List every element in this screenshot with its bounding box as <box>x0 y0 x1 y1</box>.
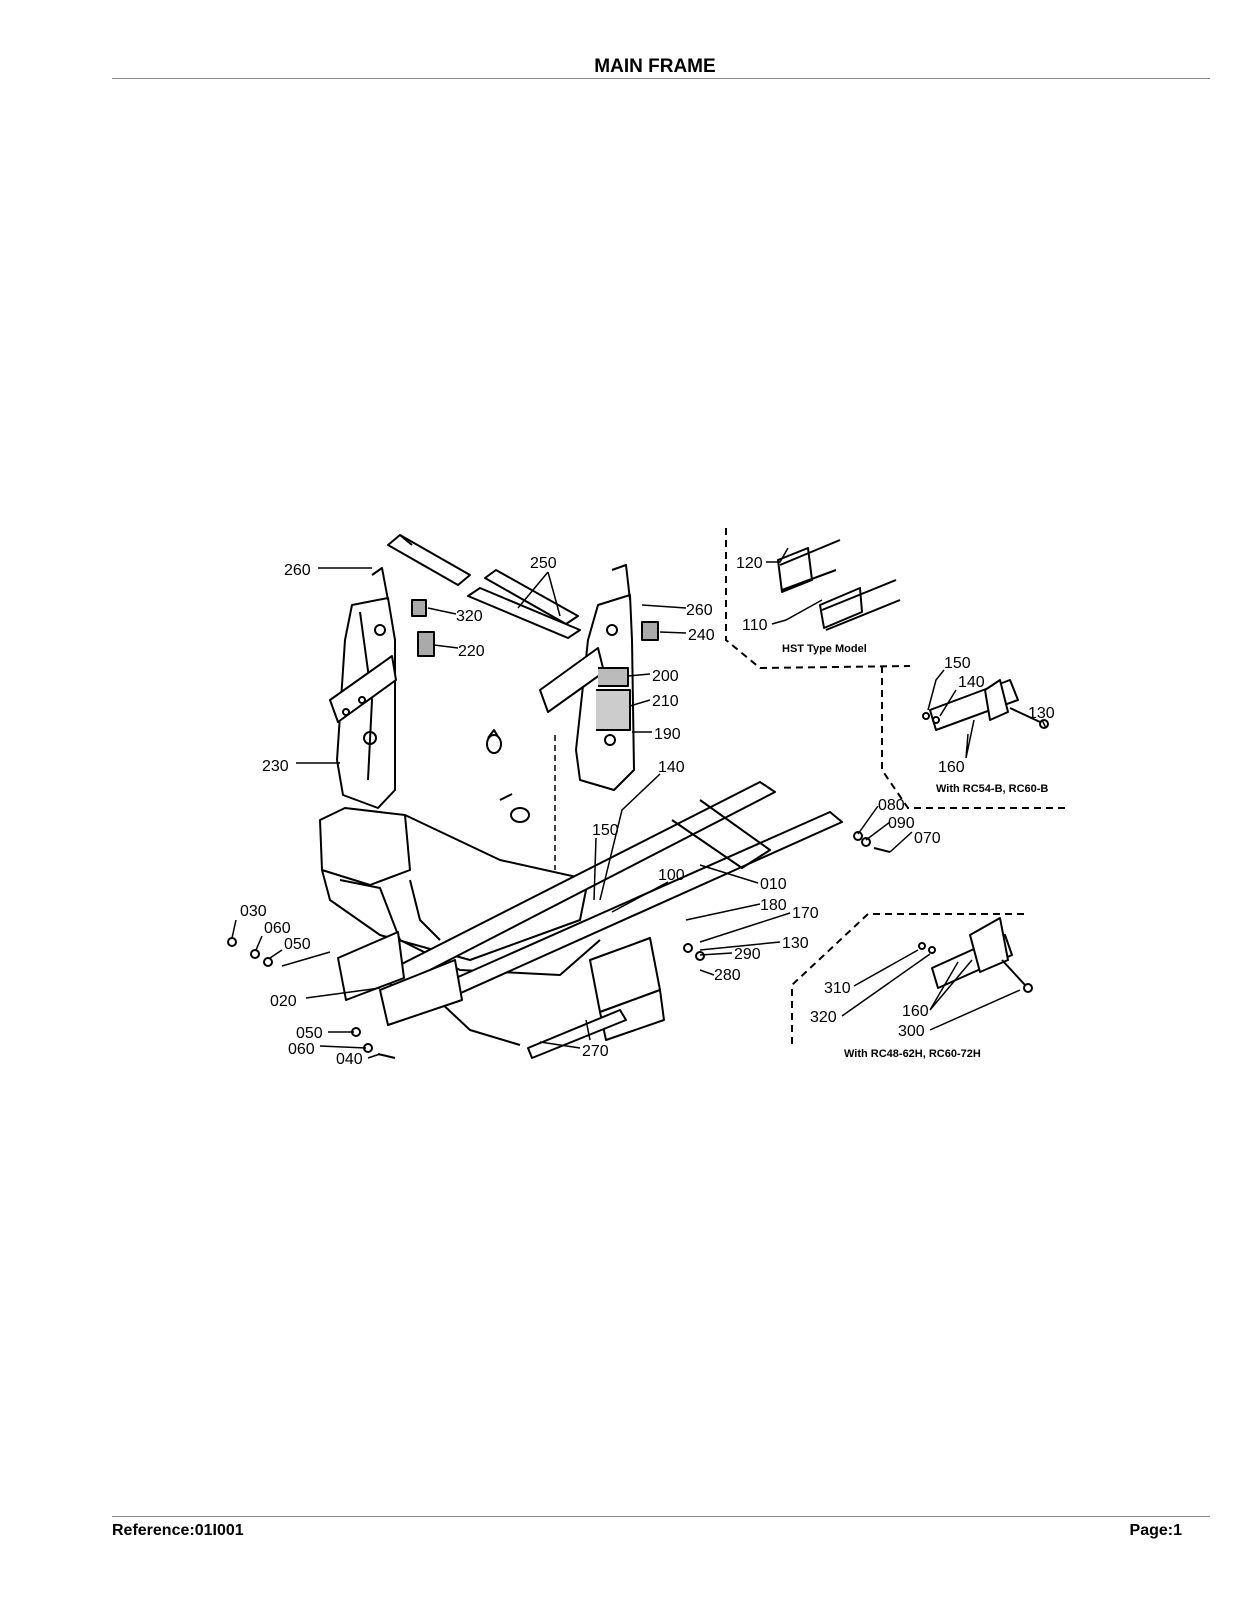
note-hst-type-model: HST Type Model <box>782 643 867 655</box>
callout-310: 310 <box>824 980 851 997</box>
callout-160-inset-bottom: 160 <box>902 1003 929 1020</box>
callout-220: 220 <box>458 643 485 660</box>
callout-130-center: 130 <box>782 935 809 952</box>
leader-lines <box>231 547 1047 1059</box>
callout-270: 270 <box>582 1043 609 1060</box>
callout-240: 240 <box>688 627 715 644</box>
callout-labels: 260 250 260 320 220 240 200 210 190 230 … <box>240 555 1055 1068</box>
callout-120: 120 <box>736 555 763 572</box>
callout-320-bottom: 320 <box>810 1009 837 1026</box>
callout-070: 070 <box>914 830 941 847</box>
callout-030: 030 <box>240 903 267 920</box>
callout-020: 020 <box>270 993 297 1010</box>
callout-110: 110 <box>742 617 768 634</box>
callout-040: 040 <box>336 1051 363 1068</box>
callout-050-bottom: 050 <box>296 1025 323 1042</box>
callout-260-right: 260 <box>686 602 713 619</box>
callout-130-inset: 130 <box>1028 705 1055 722</box>
note-rc54-rc60: With RC54-B, RC60-B <box>936 783 1048 795</box>
callout-150-inset: 150 <box>944 655 971 672</box>
page-title: MAIN FRAME <box>594 56 716 77</box>
callout-210: 210 <box>652 693 679 710</box>
inset-notes: HST Type Model With RC54-B, RC60-B With … <box>782 643 1048 1060</box>
callout-140-center: 140 <box>658 759 685 776</box>
callout-160-inset-top: 160 <box>938 759 965 776</box>
callout-080: 080 <box>878 797 905 814</box>
callout-050-left: 050 <box>284 936 311 953</box>
callout-200: 200 <box>652 668 679 685</box>
reference-label: Reference:01I001 <box>112 1522 244 1539</box>
callout-300: 300 <box>898 1023 925 1040</box>
callout-100: 100 <box>658 867 685 884</box>
header-divider <box>112 78 1210 79</box>
callout-290: 290 <box>734 946 761 963</box>
callout-280: 280 <box>714 967 741 984</box>
callout-250: 250 <box>530 555 557 572</box>
footer-divider <box>112 1516 1210 1517</box>
callout-010: 010 <box>760 876 787 893</box>
callout-260-left: 260 <box>284 562 311 579</box>
callout-060-left: 060 <box>264 920 291 937</box>
page-number: Page:1 <box>1129 1522 1182 1539</box>
note-rc48-rc60: With RC48-62H, RC60-72H <box>844 1048 981 1060</box>
main-frame-drawing <box>227 534 1049 1059</box>
callout-180: 180 <box>760 897 787 914</box>
callout-140-inset: 140 <box>958 674 985 691</box>
callout-150-center: 150 <box>592 822 619 839</box>
callout-190: 190 <box>654 726 681 743</box>
callout-230: 230 <box>262 758 289 775</box>
callout-320-top: 320 <box>456 608 483 625</box>
callout-060-bottom: 060 <box>288 1041 315 1058</box>
callout-090: 090 <box>888 815 915 832</box>
inset-borders <box>725 528 1068 1045</box>
callout-170: 170 <box>792 905 819 922</box>
